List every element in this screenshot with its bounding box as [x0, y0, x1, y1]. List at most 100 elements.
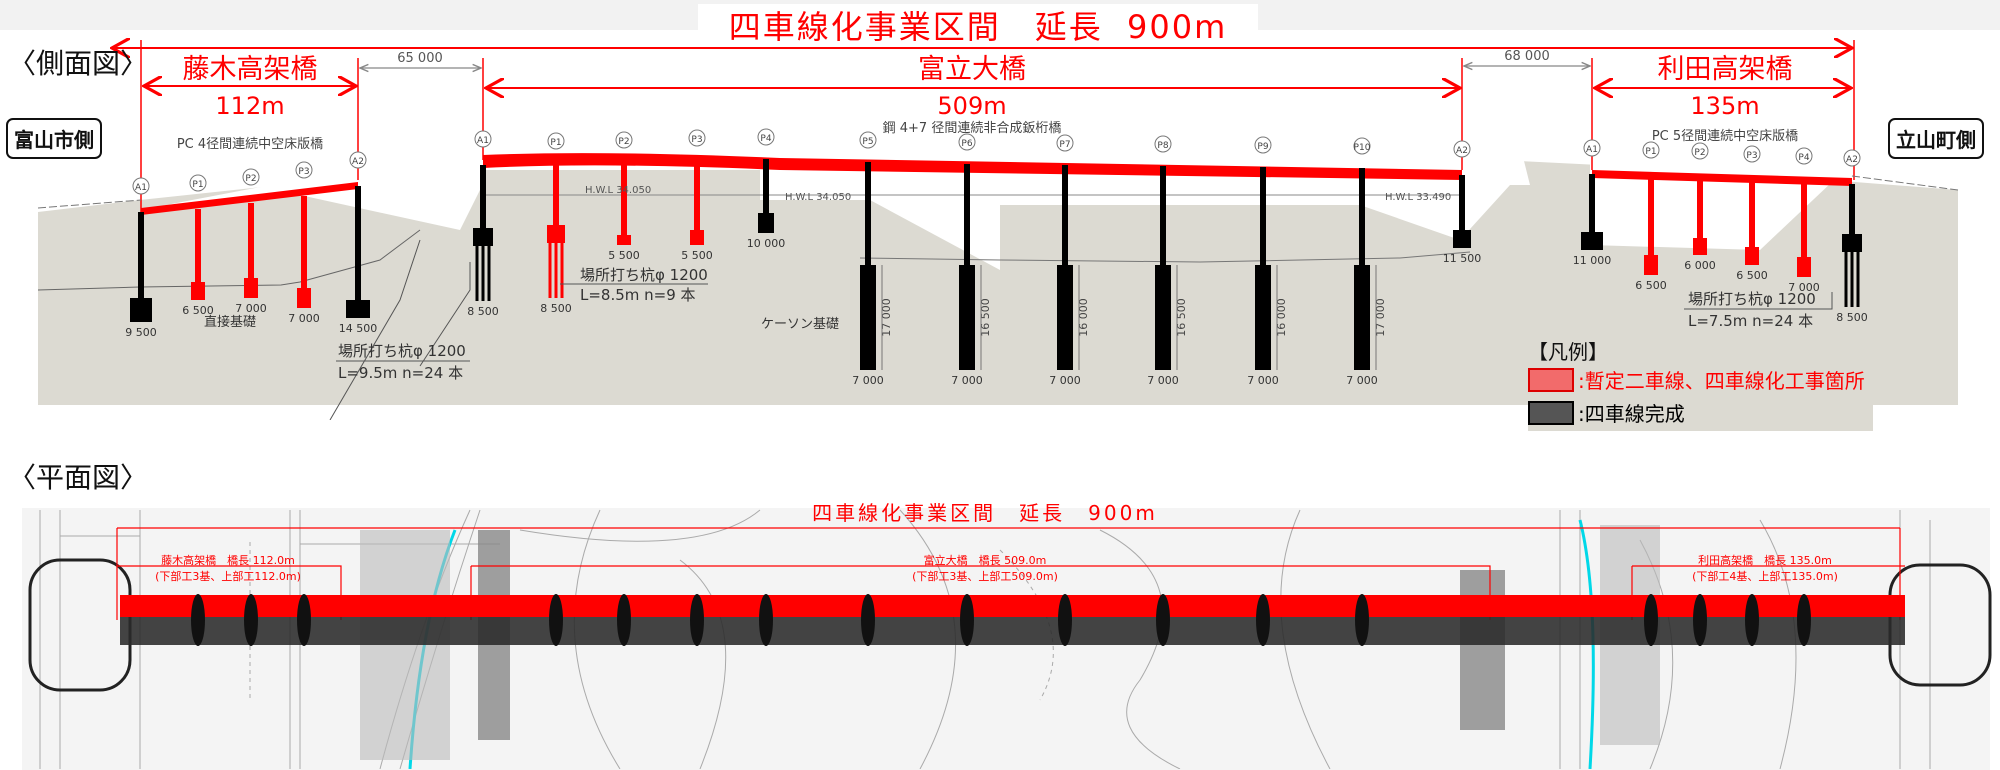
pier-fujitachi-a2-label: A2: [1456, 146, 1468, 156]
pier-fujiki-p3-label-circle: [295, 161, 313, 179]
pier-toshida-a1-footing: [1581, 232, 1603, 250]
pier-fujitachi-a1-pile: [481, 246, 485, 301]
pier-fujitachi-p4-width-label: 10 000: [747, 237, 786, 250]
pier-toshida-a2-label: A2: [1846, 155, 1858, 165]
plan-pier: [759, 594, 773, 646]
pier-fujitachi-a1-label: A1: [477, 136, 489, 146]
pier-toshida-p4-column: [1801, 182, 1807, 257]
pier-fujitachi-p1-pile: [560, 243, 564, 298]
pier-fujitachi-p9-depth-label: 16 000: [1275, 298, 1288, 337]
foundation-direct: 直接基礎: [204, 314, 256, 330]
bridge-name-fujitachi: 富立大橋: [918, 54, 1026, 85]
pile-c-line1: 場所打ち杭φ 1200: [1688, 290, 1816, 308]
pier-fujitachi-p4-label: P4: [760, 134, 771, 144]
pier-fujitachi-p8-column: [1160, 166, 1166, 265]
pier-fujitachi-p1-pile: [548, 243, 552, 298]
pier-fujiki-a2-label-circle: [349, 151, 367, 169]
plan-pier: [1156, 594, 1170, 646]
pier-fujiki-p2-label-circle: [242, 168, 260, 186]
pier-fujiki-p2-column: [248, 203, 254, 278]
plan-piers: [191, 594, 1811, 646]
pier-fujitachi-p6-width-label: 7 000: [951, 374, 983, 387]
pier-toshida-a2-pile: [1856, 252, 1860, 307]
bridge-length-fujitachi: 509m: [937, 92, 1006, 120]
pier-toshida-p2-column: [1697, 177, 1703, 238]
pier-toshida-p3-label: P3: [1746, 151, 1757, 161]
plan-pier: [1693, 594, 1707, 646]
pier-fujitachi-p2-column: [621, 162, 627, 235]
deck-fujitachi: [483, 153, 1462, 180]
pier-fujitachi-p3-footing: [690, 230, 704, 245]
plan-pier: [549, 594, 563, 646]
pier-fujitachi-p9-caisson: [1255, 265, 1271, 370]
pier-fujitachi-p7-label-circle: [1056, 134, 1074, 152]
plan-pier: [297, 594, 311, 646]
river-valley: [140, 145, 1530, 270]
pier-fujiki-a2-label: A2: [352, 157, 364, 167]
pier-toshida-p1-label-circle: [1642, 141, 1660, 159]
pier-toshida-p1-width-label: 6 500: [1635, 279, 1667, 292]
plan-pier: [617, 594, 631, 646]
plan-pier: [861, 594, 875, 646]
pier-fujitachi-p1-column: [553, 163, 559, 225]
pier-fujitachi-a1-footing: [473, 228, 493, 246]
pier-toshida-a2-footing: [1842, 234, 1862, 252]
pier-toshida-a2-width-label: 8 500: [1836, 311, 1868, 324]
pier-fujiki-p3-footing: [297, 288, 311, 308]
pier-fujiki-p2-width-label: 7 000: [235, 302, 267, 315]
plan-toshida-line1: 利田高架橋 橋長 135.0m: [1698, 553, 1832, 567]
pier-fujitachi-p10-column: [1359, 168, 1365, 265]
tateyama-side-label: 立山町側: [1888, 118, 1984, 159]
pier-toshida-a2-pile: [1844, 252, 1848, 307]
pier-fujiki-a1-label: A1: [135, 183, 147, 193]
pier-toshida-a1-label-circle: [1583, 139, 1601, 157]
pier-fujitachi-p7-width-label: 7 000: [1049, 374, 1081, 387]
pier-fujitachi-a1-pile: [487, 246, 491, 301]
bridge-name-fujiki: 藤木高架橋: [183, 54, 318, 85]
pier-fujiki-p2-label: P2: [245, 174, 256, 184]
pier-toshida-p2-label-circle: [1691, 142, 1709, 160]
pier-toshida-p1-column: [1648, 176, 1654, 255]
pier-fujitachi-p1-label: P1: [550, 138, 561, 148]
pier-toshida-p1-footing: [1644, 255, 1658, 275]
pier-toshida-p2-footing: [1693, 238, 1707, 255]
pier-toshida-p4-footing: [1797, 257, 1811, 277]
plan-toshida-line2: (下部工4基、上部工135.0m): [1692, 569, 1838, 583]
pier-fujiki-p1-label: P1: [192, 180, 203, 190]
pier-fujitachi-p10-label: P10: [1354, 143, 1371, 153]
pier-fujiki-a2-width-label: 14 500: [339, 322, 378, 335]
pier-fujitachi-p8-label: P8: [1157, 141, 1168, 151]
pier-fujitachi-p2-width-label: 5 500: [608, 249, 640, 262]
deck-toshida: [1592, 170, 1852, 186]
pier-fujitachi-p8-depth-label: 16 500: [1175, 298, 1188, 337]
pier-toshida-a2-label-circle: [1843, 149, 1861, 167]
pier-fujitachi-p3-column: [694, 160, 700, 230]
bridge-name-toshida: 利田高架橋: [1658, 54, 1793, 85]
plan-pier: [244, 594, 258, 646]
pier-fujitachi-p8-label-circle: [1154, 135, 1172, 153]
pier-fujitachi-p1-label-circle: [547, 132, 565, 150]
side-view-drawing: 65 000 68 000 藤木高架橋 112m PC 4径間連続中空床版橋 富…: [37, 0, 1959, 420]
pier-fujitachi-p1-footing: [547, 225, 565, 243]
legend-item-complete: :四車線完成: [1528, 398, 1865, 427]
pier-fujitachi-p4-footing: [758, 213, 774, 233]
hwl-label-2: H.W.L 34.050: [785, 192, 851, 203]
pier-fujitachi-a1-label-circle: [474, 130, 492, 148]
pier-fujiki-p3-label: P3: [298, 167, 309, 177]
legend-swatch-red: [1528, 367, 1574, 392]
pier-fujitachi-p6-column: [964, 164, 970, 265]
toyama-side-label: 富山市側: [6, 118, 102, 159]
pier-fujitachi-a1-width-label: 8 500: [467, 305, 499, 318]
pier-fujitachi-p5-label: P5: [862, 137, 873, 147]
legend-label: :暫定二車線、四車線化工事箇所: [1578, 369, 1865, 393]
pier-fujitachi-p3-label-circle: [688, 129, 706, 147]
pile-b-line1: 場所打ち杭φ 1200: [580, 266, 708, 284]
bridge-length-fujiki: 112m: [215, 92, 284, 120]
pier-toshida-p4-label: P4: [1798, 153, 1809, 163]
pier-toshida-a1-label: A1: [1586, 145, 1598, 155]
pier-fujitachi-a2-label-circle: [1453, 140, 1471, 158]
plan-pier: [960, 594, 974, 646]
pier-fujitachi-p4-column: [763, 159, 769, 213]
pier-fujitachi-p5-label-circle: [859, 131, 877, 149]
